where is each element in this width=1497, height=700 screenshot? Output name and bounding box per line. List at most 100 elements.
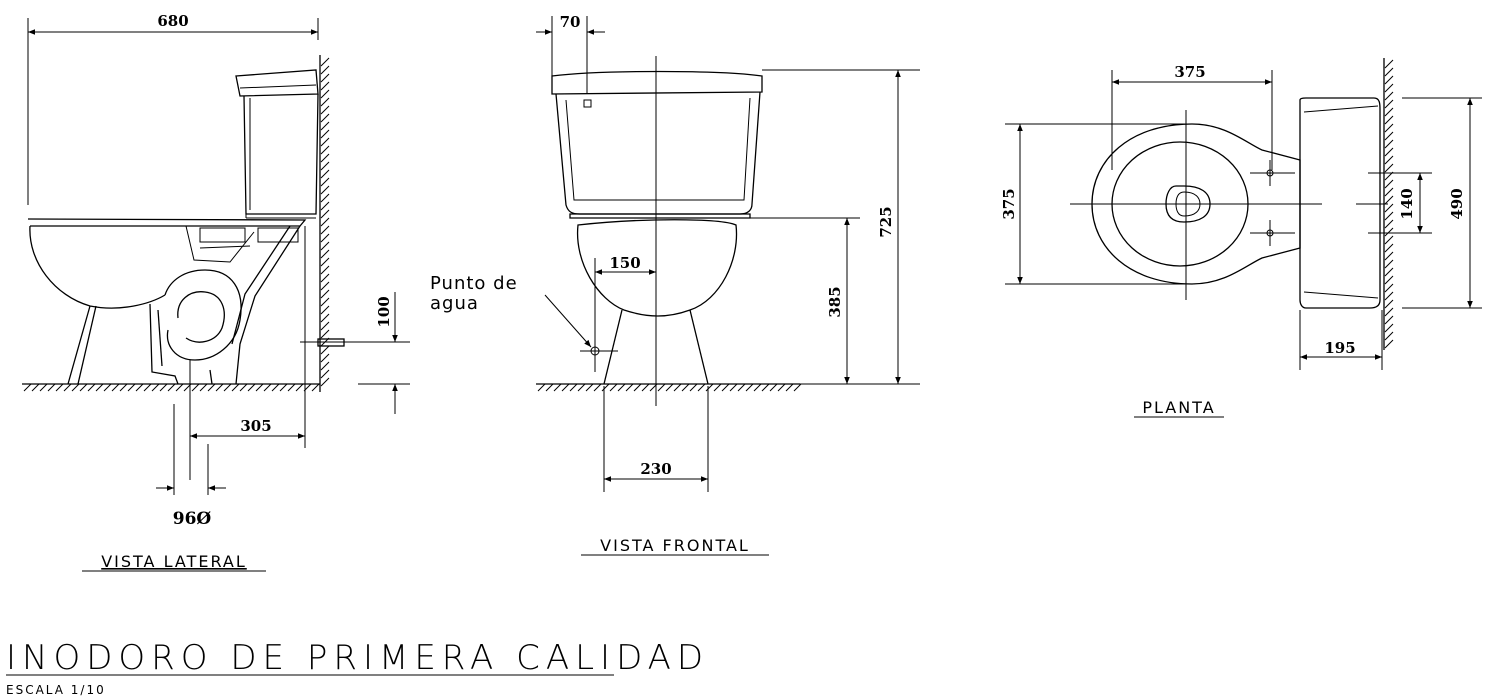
hatch-mark: [320, 281, 330, 291]
hatch-mark: [320, 145, 330, 155]
hatch-mark: [1384, 147, 1394, 157]
hatch-mark: [1384, 251, 1394, 261]
hatch-mark: [143, 383, 152, 392]
hatch-mark: [697, 383, 706, 392]
hatch-mark: [31, 383, 40, 392]
dim-305: 305: [190, 417, 305, 439]
hatch-mark: [71, 383, 80, 392]
hatch-mark: [320, 153, 330, 163]
front-bowl: [576, 219, 738, 385]
hatch-mark: [793, 383, 802, 392]
hatch-mark: [1384, 123, 1394, 133]
dim-100-label: 100: [375, 296, 393, 327]
hatch-mark: [320, 241, 330, 251]
hatch-mark: [641, 383, 650, 392]
hatch-mark: [247, 383, 256, 392]
hatch-mark: [320, 265, 330, 275]
hatch-mark: [255, 383, 264, 392]
plan-view-label: PLANTA: [1142, 398, 1215, 417]
drawing-scale: ESCALA 1/10: [6, 683, 106, 697]
hatch-mark: [1384, 315, 1394, 325]
hatch-mark: [320, 137, 330, 147]
water-point-note-line1: Punto de: [430, 273, 518, 294]
side-water-inlet: [300, 338, 410, 347]
hatch-mark: [87, 383, 96, 392]
hatch-mark: [729, 383, 738, 392]
hatch-mark: [1384, 323, 1394, 333]
dim-150-label: 150: [609, 254, 640, 272]
hatch-mark: [295, 383, 304, 392]
hatch-mark: [320, 73, 330, 83]
hatch-mark: [320, 209, 330, 219]
hatch-mark: [223, 383, 232, 392]
hatch-mark: [593, 383, 602, 392]
dim-680: 680: [27, 12, 319, 205]
hatch-mark: [320, 81, 330, 91]
hatch-mark: [1384, 339, 1394, 349]
hatch-mark: [167, 383, 176, 392]
dim-150: 150: [595, 254, 656, 275]
hatch-mark: [1384, 187, 1394, 197]
hatch-mark: [1384, 131, 1394, 141]
hatch-mark: [239, 383, 248, 392]
hatch-mark: [320, 201, 330, 211]
hatch-mark: [561, 383, 570, 392]
hatch-mark: [1384, 275, 1394, 285]
hatch-mark: [320, 65, 330, 75]
hatch-mark: [111, 383, 120, 392]
side-view-label: VISTA LATERAL: [101, 552, 247, 571]
front-view: Punto de agua 70 150 230 385: [430, 13, 920, 556]
hatch-mark: [320, 257, 330, 267]
hatch-mark: [103, 383, 112, 392]
hatch-mark: [777, 383, 786, 392]
front-tank: [551, 70, 763, 219]
dim-195: 195: [1299, 310, 1383, 370]
hatch-mark: [320, 321, 330, 331]
hatch-mark: [320, 289, 330, 299]
hatch-mark: [761, 383, 770, 392]
dim-490: 490: [1402, 97, 1482, 309]
hatch-mark: [320, 377, 330, 387]
hatch-mark: [737, 383, 746, 392]
hatch-mark: [23, 383, 32, 392]
hatch-mark: [1384, 331, 1394, 341]
hatch-mark: [119, 383, 128, 392]
hatch-mark: [320, 217, 330, 227]
hatch-mark: [601, 383, 610, 392]
dim-375-vertical: 375: [1000, 123, 1192, 285]
plan-view: 375 375 140 490 195 PLA: [1000, 58, 1482, 418]
hatch-mark: [1384, 83, 1394, 93]
dim-375-horizontal: 375: [1111, 63, 1273, 170]
hatch-mark: [271, 383, 280, 392]
hatch-mark: [569, 383, 578, 392]
hatch-mark: [320, 97, 330, 107]
dim-140-label: 140: [1398, 188, 1416, 219]
dim-70-label: 70: [560, 13, 581, 31]
hatch-mark: [320, 305, 330, 315]
hatch-mark: [1384, 235, 1394, 245]
dim-385: 385: [708, 217, 920, 385]
hatch-mark: [320, 369, 330, 379]
dim-140: 140: [1368, 172, 1432, 234]
hatch-mark: [1384, 219, 1394, 229]
hatch-mark: [1384, 163, 1394, 173]
hatch-mark: [215, 383, 224, 392]
hatch-mark: [585, 383, 594, 392]
hatch-mark: [1384, 283, 1394, 293]
hatch-mark: [657, 383, 666, 392]
hatch-mark: [127, 383, 136, 392]
hatch-mark: [753, 383, 762, 392]
hatch-mark: [320, 329, 330, 339]
dim-100: 100: [358, 292, 410, 414]
hatch-mark: [1384, 259, 1394, 269]
hatch-mark: [320, 353, 330, 363]
hatch-mark: [625, 383, 634, 392]
dim-490-label: 490: [1448, 188, 1466, 219]
hatch-mark: [320, 361, 330, 371]
hatch-mark: [1384, 291, 1394, 301]
hatch-mark: [320, 89, 330, 99]
hatch-mark: [39, 383, 48, 392]
hatch-mark: [79, 383, 88, 392]
hatch-mark: [1384, 67, 1394, 77]
